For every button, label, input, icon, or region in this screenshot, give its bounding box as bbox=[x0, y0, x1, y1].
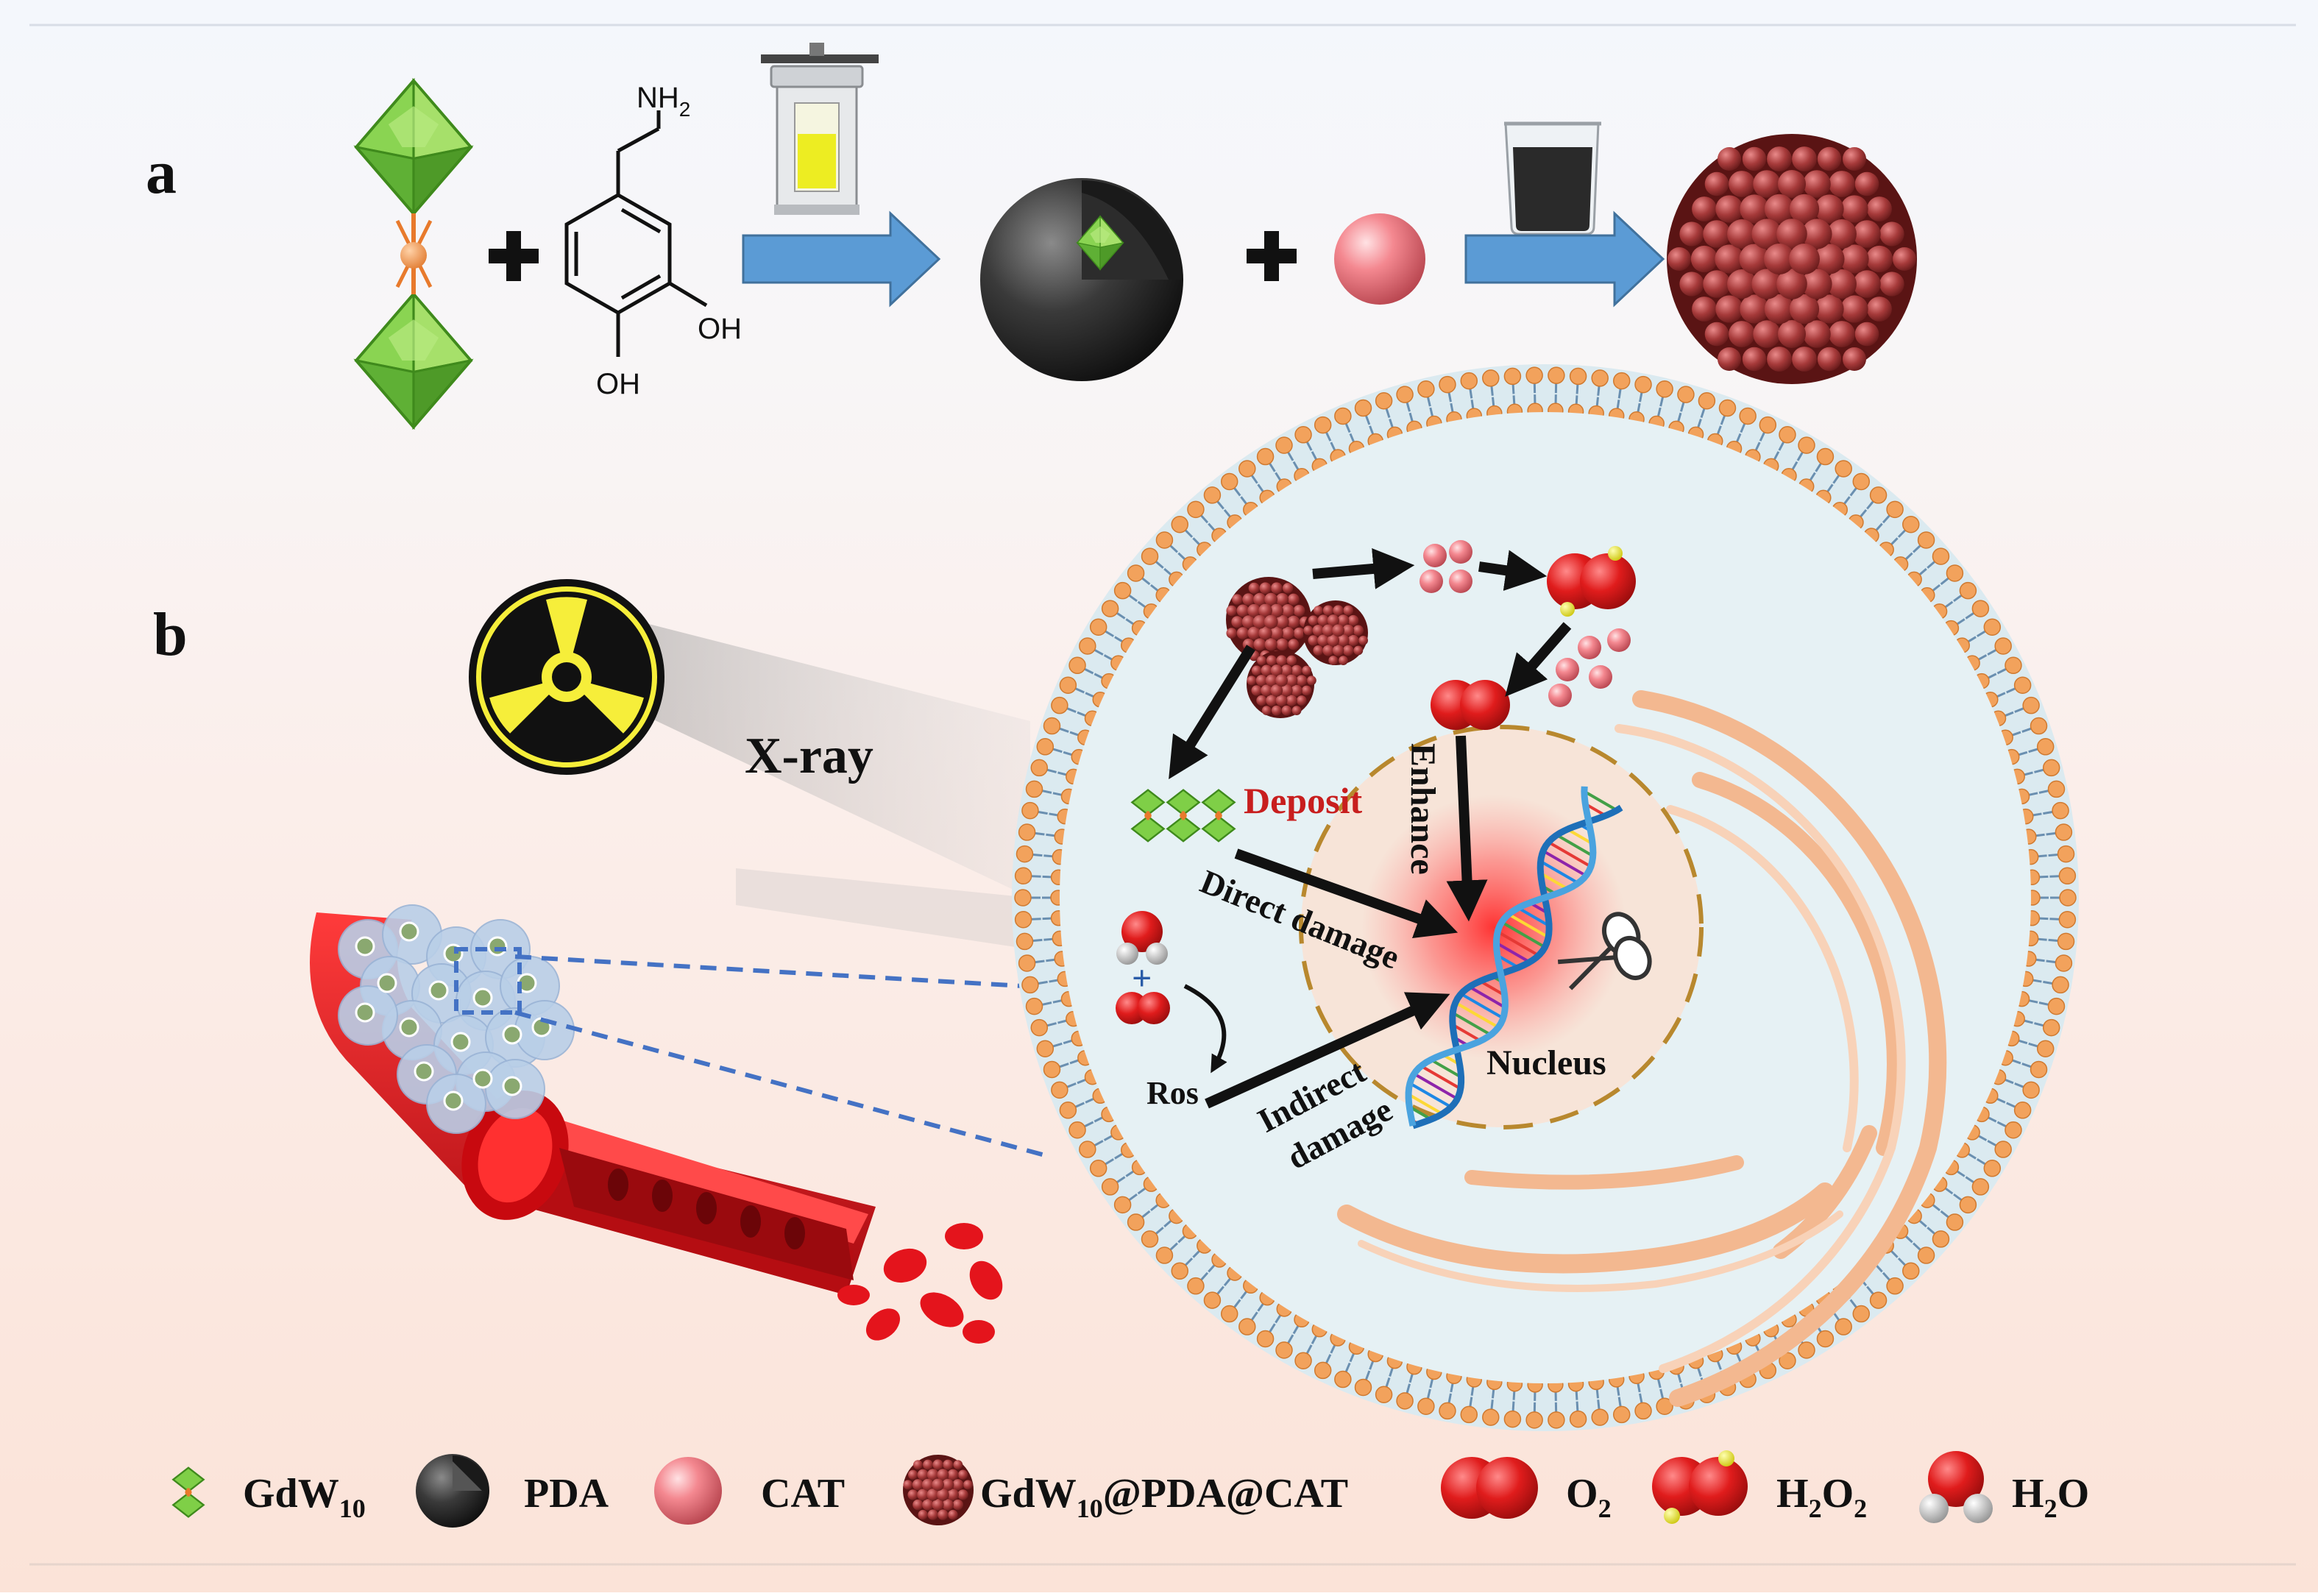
enhance-label: Enhance bbox=[1403, 743, 1442, 875]
gdw10-deposit bbox=[1132, 790, 1234, 842]
hydroxyl-bottom: OH bbox=[596, 368, 640, 400]
legend-pda-icon bbox=[416, 1454, 489, 1528]
composite-nanoparticle bbox=[1667, 134, 1917, 384]
o2-molecule-ros bbox=[1116, 992, 1170, 1024]
hydroxyl-right: OH bbox=[698, 313, 742, 345]
legend-cat: CAT bbox=[761, 1471, 845, 1517]
o2-molecule-cell bbox=[1431, 680, 1510, 730]
ros-label: Ros bbox=[1146, 1075, 1199, 1111]
beaker-icon bbox=[1504, 124, 1601, 234]
cat-sphere bbox=[1334, 213, 1425, 305]
legend-o2-icon bbox=[1441, 1457, 1538, 1519]
legend-composite-icon bbox=[903, 1455, 974, 1525]
panel-label-a: a bbox=[146, 138, 177, 207]
radiation-icon bbox=[472, 583, 661, 771]
plus-sign-cell: + bbox=[1132, 959, 1152, 998]
panel-label-b: b bbox=[153, 600, 188, 669]
pda-sphere-cutaway bbox=[980, 178, 1183, 381]
nucleus-label: Nucleus bbox=[1486, 1043, 1606, 1082]
legend-h2o2: H2O2 bbox=[1776, 1471, 1867, 1523]
legend-pda: PDA bbox=[524, 1471, 609, 1517]
legend-cat-icon bbox=[654, 1457, 722, 1525]
legend-composite: GdW10@PDA@CAT bbox=[980, 1471, 1348, 1523]
deposit-label: Deposit bbox=[1244, 780, 1362, 821]
xray-label: X-ray bbox=[745, 728, 873, 784]
